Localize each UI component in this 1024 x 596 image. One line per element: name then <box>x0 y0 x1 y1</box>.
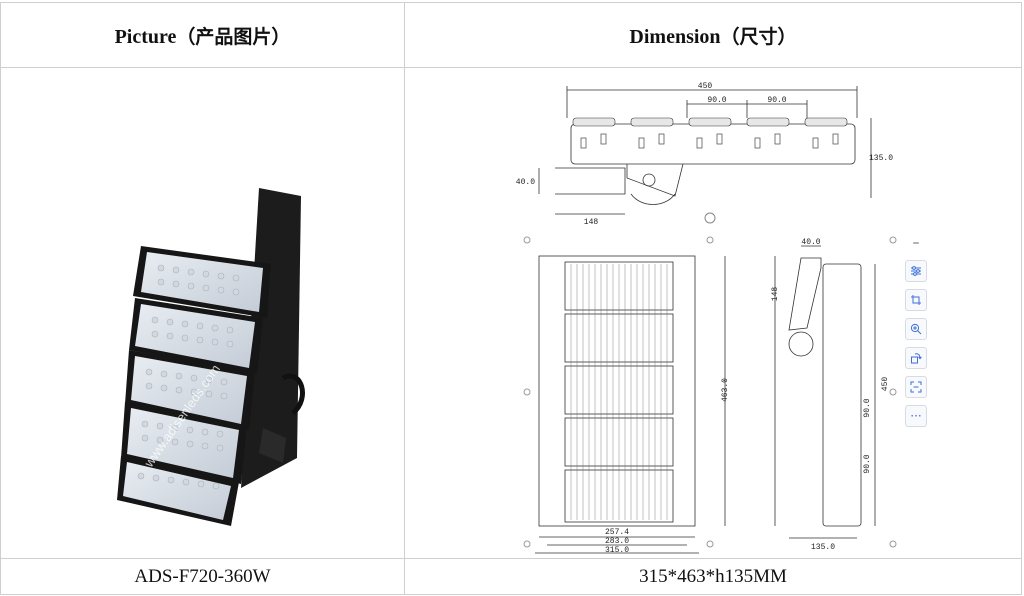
front-view-fins <box>570 264 668 520</box>
size-cell: 315*463*h135MM <box>404 558 1022 595</box>
rotate-icon[interactable] <box>905 347 927 369</box>
dim-inner-width: 257.4 <box>605 528 629 537</box>
dim-pitch-1: 90.0 <box>707 96 726 105</box>
header-picture: Picture（产品图片） <box>0 2 405 68</box>
dim-side-bracket-length: 148 <box>771 287 780 302</box>
top-view-leds <box>572 117 848 127</box>
model-cell: ADS-F720-360W <box>0 558 405 595</box>
led-module <box>129 298 263 374</box>
product-photo: www.adisenleds.com <box>117 188 305 526</box>
image-viewer-toolbar: – ··· <box>904 235 928 434</box>
dim-mid-width: 283.0 <box>605 537 629 546</box>
dim-height: 135.0 <box>869 154 893 163</box>
dim-side-pitch-2: 90.0 <box>863 454 872 473</box>
size-text: 315*463*h135MM <box>639 565 787 587</box>
dim-front-height: 463.0 <box>721 378 730 402</box>
filter-icon[interactable] <box>905 260 927 282</box>
minimize-icon[interactable]: – <box>912 235 920 251</box>
header-dimension: Dimension（尺寸） <box>404 2 1022 68</box>
dim-side-bracket-width: 40.0 <box>801 238 820 247</box>
dim-total-width: 315.0 <box>605 546 629 555</box>
top-view <box>538 86 872 215</box>
zoom-in-icon[interactable] <box>905 318 927 340</box>
led-module <box>117 456 239 526</box>
rotate-handle[interactable] <box>704 212 716 224</box>
dimension-drawing: 450 90.0 90.0 135.0 40.0 148 <box>516 82 897 555</box>
dim-pitch-2: 90.0 <box>767 96 786 105</box>
power-cable <box>281 373 305 415</box>
header-dimension-label: Dimension <box>629 25 721 48</box>
model-number: ADS-F720-360W <box>134 565 271 587</box>
ocr-scan-icon[interactable] <box>905 376 927 398</box>
dim-bracket-length: 148 <box>584 218 599 227</box>
led-module <box>133 246 271 318</box>
dim-side-depth: 135.0 <box>811 543 835 552</box>
front-view <box>535 255 726 554</box>
header-dimension-cn: （尺寸） <box>720 25 797 48</box>
header-picture-cn: （产品图片） <box>176 25 291 48</box>
selection-handles[interactable] <box>523 236 897 548</box>
product-photo-cell: www.adisenleds.com <box>0 67 405 559</box>
dimension-drawing-cell: 450 90.0 90.0 135.0 40.0 148 <box>404 67 1022 559</box>
more-icon[interactable]: ··· <box>905 405 927 427</box>
dim-bracket-height: 40.0 <box>516 178 535 187</box>
top-view-slots <box>580 133 839 149</box>
dim-total-length: 450 <box>698 82 713 91</box>
dim-side-total-length: 450 <box>881 377 890 392</box>
header-picture-label: Picture <box>114 25 177 48</box>
crop-icon[interactable] <box>905 289 927 311</box>
dim-side-pitch-1: 90.0 <box>863 398 872 417</box>
side-view <box>774 245 876 539</box>
